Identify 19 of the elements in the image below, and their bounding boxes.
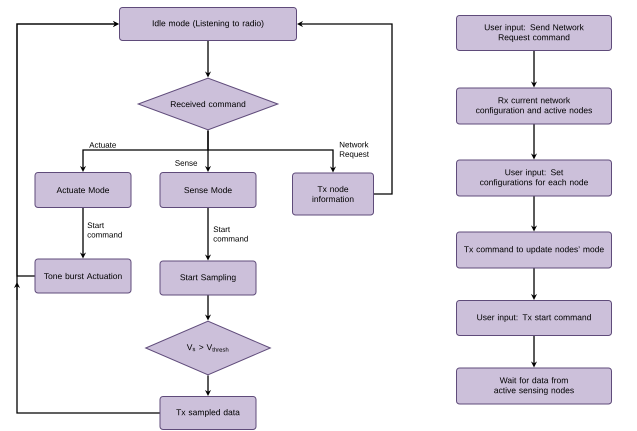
process-box: Tx node information [292,172,374,216]
process-box: User input: Tx start command [456,300,612,336]
process-box: Tx sampled data [160,396,256,430]
process-box: Sense Mode [160,172,256,208]
edge-label: Start command [88,222,122,238]
process-box: Tone burst Actuation [34,258,132,294]
process-box: Tx command to update nodes’ mode [456,232,612,268]
process-box: User input: Set configurations for each node [456,160,612,196]
edge-label: Start command [214,226,248,242]
process-box: Actuate Mode [34,172,132,208]
arrow [16,20,160,414]
edge-label: Sense [175,160,198,166]
process-box: User input: Send Network Request command [456,15,612,51]
process-box: Start Sampling [160,260,256,296]
edge-label: Network Request [340,142,369,158]
process-box: Rx current network configuration and active nodes [456,88,612,124]
process-box: Idle mode (Listening to radio) [119,7,297,41]
process-box: Wait for data from active sensing nodes [456,368,612,404]
edge-label: Actuate [89,142,116,148]
